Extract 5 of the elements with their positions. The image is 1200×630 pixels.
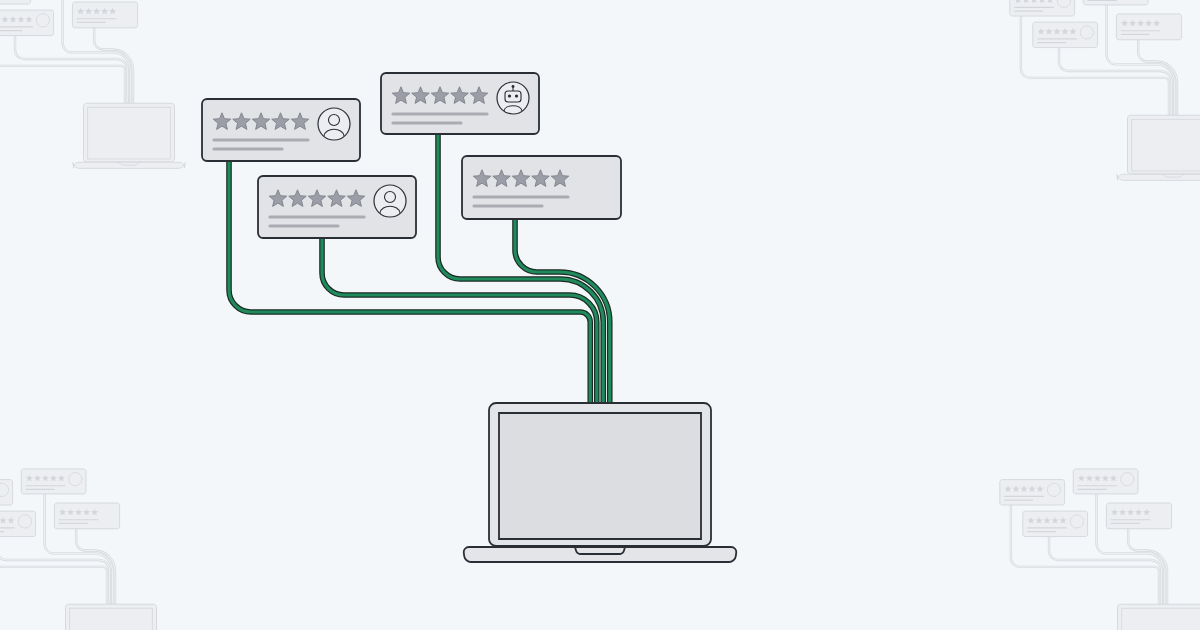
- connector-line: [226, 161, 594, 403]
- connector-line: [435, 134, 607, 403]
- laptop: [462, 402, 738, 563]
- connector-line: [319, 238, 600, 403]
- connector-line: [512, 219, 613, 403]
